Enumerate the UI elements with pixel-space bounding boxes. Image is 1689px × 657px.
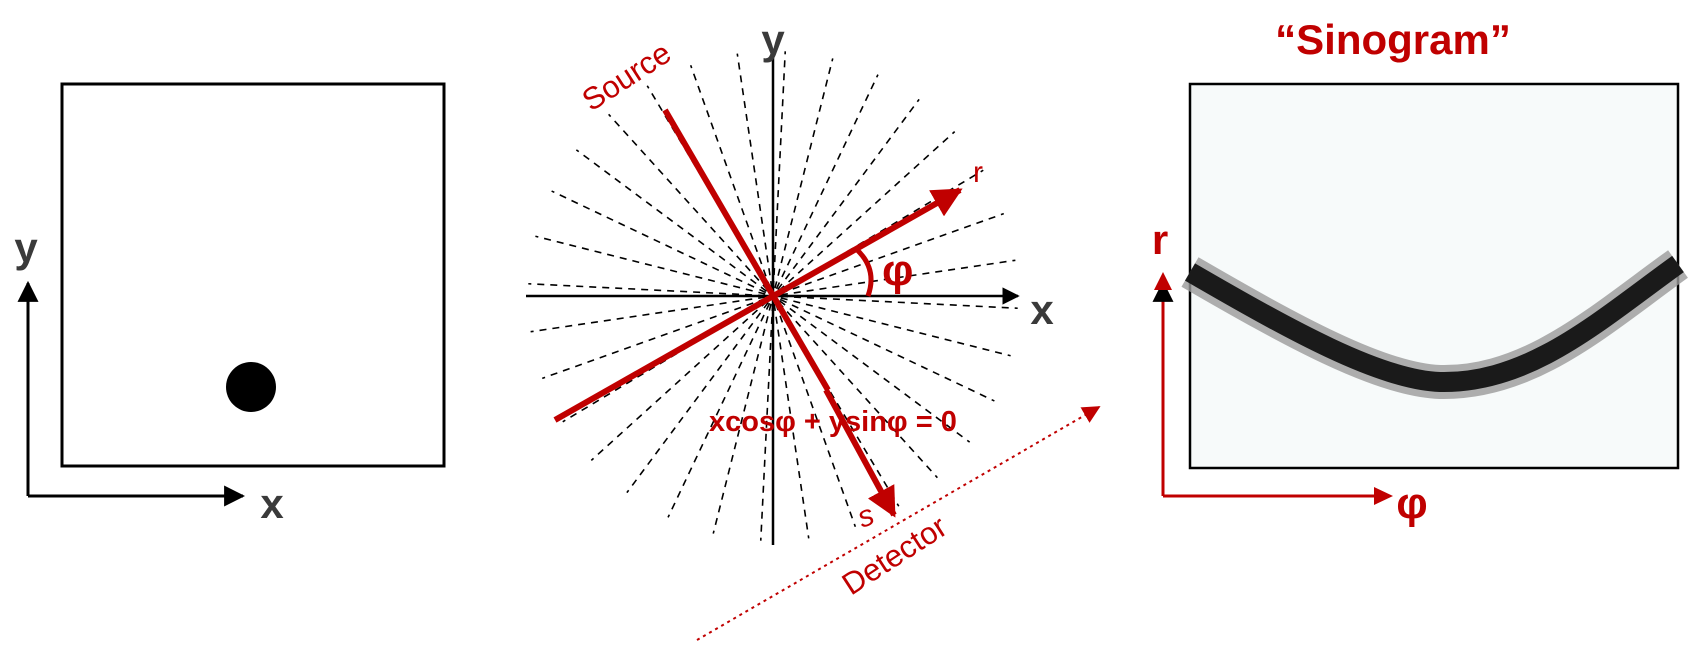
object-x-label: x <box>260 480 284 527</box>
r-label: r <box>973 156 983 189</box>
projection-ray <box>712 303 772 534</box>
projection-ray <box>736 53 773 289</box>
object-y-label: y <box>14 224 38 271</box>
projection-ray <box>777 98 920 291</box>
sinogram-frame <box>1188 82 1680 470</box>
projection-ray <box>774 58 834 289</box>
sinogram-panel: “Sinogram” r φ <box>1152 16 1688 528</box>
projection-ray <box>780 297 1011 357</box>
detector-label: Detector <box>836 509 953 602</box>
projection-ray <box>667 302 771 518</box>
projection-ray <box>773 303 810 539</box>
projection-ray <box>780 295 1018 310</box>
projection-ray <box>775 74 879 290</box>
s-axis <box>823 388 897 518</box>
detector-line <box>696 406 1101 641</box>
projection-ray <box>551 190 767 294</box>
phi-label: φ <box>882 246 913 295</box>
projection-ray <box>575 149 768 292</box>
projection-equation: xcosφ + ysinφ = 0 <box>709 406 957 438</box>
projection-ray <box>530 296 766 333</box>
projection-ray <box>689 64 772 289</box>
projection-ray <box>778 131 956 292</box>
s-label: s <box>853 498 878 534</box>
sinogram-r-arrowhead <box>1154 272 1172 290</box>
geometry-y-label: y <box>761 16 785 63</box>
projection-ray <box>626 301 769 494</box>
sinogram-title: “Sinogram” <box>1275 16 1511 63</box>
source-label: Source <box>576 35 677 118</box>
projection-ray <box>535 235 766 295</box>
projection-ray <box>780 212 1005 295</box>
projection-ray <box>759 303 774 541</box>
projection-ray <box>779 298 995 402</box>
projection-ray <box>778 300 971 443</box>
object-panel: y x <box>14 82 446 527</box>
r-axis <box>553 187 963 423</box>
projection-ray <box>780 259 1016 296</box>
sinogram-r-label: r <box>1152 216 1168 263</box>
geometry-x-label: x <box>1030 286 1054 333</box>
projection-ray <box>590 300 768 461</box>
projection-ray <box>608 113 769 291</box>
sinogram-phi-label: φ <box>1396 479 1427 528</box>
source-line <box>662 108 831 392</box>
projection-ray <box>774 303 857 528</box>
point-object <box>226 362 276 412</box>
projection-ray <box>772 51 787 289</box>
phi-angle-arc <box>853 246 874 297</box>
geometry-panel: y x Source r φ xcosφ + ysinφ = 0 s Detec… <box>526 16 1101 641</box>
sinogram-phi-arrowhead <box>1374 487 1393 505</box>
projection-ray <box>528 282 766 297</box>
sinogram-curve <box>1184 255 1684 393</box>
projection-ray <box>541 297 766 380</box>
projection-ray <box>777 301 938 479</box>
